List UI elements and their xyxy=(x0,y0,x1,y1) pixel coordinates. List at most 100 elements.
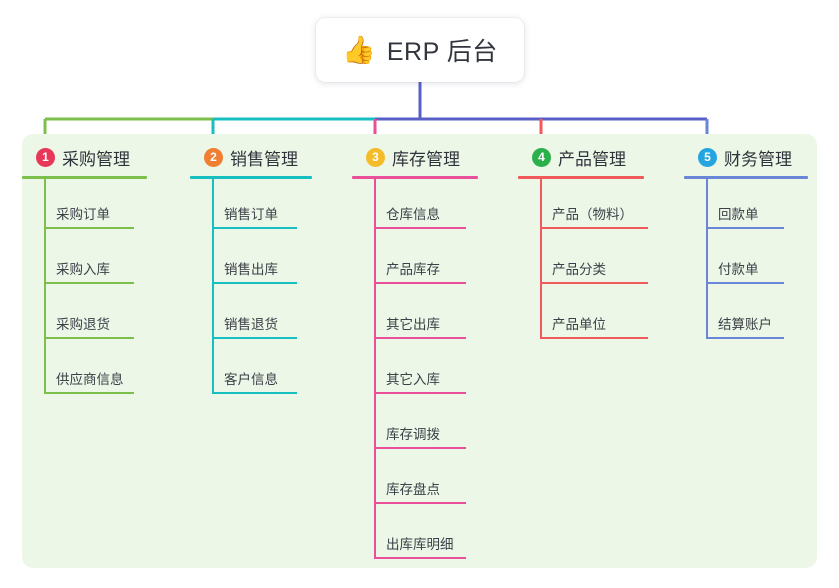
leaf-item[interactable]: 采购订单 xyxy=(22,179,190,234)
leaf-underline xyxy=(44,337,134,339)
leaf-label: 供应商信息 xyxy=(56,372,124,387)
leaf-underline xyxy=(540,227,648,229)
branch-title-1: 采购管理 xyxy=(62,149,130,169)
leaf-underline xyxy=(374,502,466,504)
leaf-label: 回款单 xyxy=(718,207,759,222)
leaf-underline xyxy=(540,282,648,284)
branch-header-2[interactable]: 2 销售管理 xyxy=(190,144,352,170)
leaf-underline xyxy=(212,337,297,339)
leaf-label: 销售退货 xyxy=(224,317,278,332)
branch-header-4[interactable]: 4 产品管理 xyxy=(518,144,684,170)
leaf-underline xyxy=(44,392,134,394)
leaf-underline xyxy=(374,392,466,394)
branch-badge-1: 1 xyxy=(36,147,55,167)
branch-underline-4 xyxy=(518,176,644,179)
leaf-item[interactable]: 产品单位 xyxy=(518,289,684,344)
branch-badge-4: 4 xyxy=(532,147,551,167)
branch-column-1: 1 采购管理采购订单采购入库采购退货供应商信息 xyxy=(22,144,190,399)
leaf-item[interactable]: 销售退货 xyxy=(190,289,352,344)
leaf-label: 产品（物料） xyxy=(552,207,633,222)
branch-badge-5: 5 xyxy=(698,147,717,167)
branch-underline-2 xyxy=(190,176,312,179)
leaf-item[interactable]: 出库库明细 xyxy=(352,509,518,564)
leaf-item[interactable]: 库存调拨 xyxy=(352,399,518,454)
leaf-underline xyxy=(212,392,297,394)
branch-header-1[interactable]: 1 采购管理 xyxy=(22,144,190,170)
leaf-label: 产品单位 xyxy=(552,317,606,332)
branch-column-3: 3 库存管理仓库信息产品库存其它出库其它入库库存调拨库存盘点出库库明细 xyxy=(352,144,518,564)
branch-underline-1 xyxy=(22,176,147,179)
leaf-underline xyxy=(706,282,784,284)
leaf-item[interactable]: 采购入库 xyxy=(22,234,190,289)
leaf-item[interactable]: 供应商信息 xyxy=(22,344,190,399)
branch-items-3: 仓库信息产品库存其它出库其它入库库存调拨库存盘点出库库明细 xyxy=(352,179,518,564)
branch-spine-2 xyxy=(212,179,214,393)
leaf-label: 采购订单 xyxy=(56,207,110,222)
branch-column-5: 5 财务管理回款单付款单结算账户 xyxy=(684,144,834,344)
branch-underline-5 xyxy=(684,176,808,179)
branch-title-4: 产品管理 xyxy=(558,149,626,169)
leaf-item[interactable]: 结算账户 xyxy=(684,289,834,344)
leaf-underline xyxy=(212,282,297,284)
leaf-underline xyxy=(212,227,297,229)
leaf-label: 客户信息 xyxy=(224,372,278,387)
leaf-underline xyxy=(374,557,466,559)
leaf-label: 其它入库 xyxy=(386,372,440,387)
branch-title-2: 销售管理 xyxy=(230,149,298,169)
leaf-item[interactable]: 仓库信息 xyxy=(352,179,518,234)
leaf-label: 仓库信息 xyxy=(386,207,440,222)
branch-header-3[interactable]: 3 库存管理 xyxy=(352,144,518,170)
leaf-item[interactable]: 其它出库 xyxy=(352,289,518,344)
branch-items-1: 采购订单采购入库采购退货供应商信息 xyxy=(22,179,190,399)
branch-spine-4 xyxy=(540,179,542,338)
leaf-item[interactable]: 产品分类 xyxy=(518,234,684,289)
branch-items-2: 销售订单销售出库销售退货客户信息 xyxy=(190,179,352,399)
branch-items-4: 产品（物料） 产品分类产品单位 xyxy=(518,179,684,344)
leaf-underline xyxy=(44,227,134,229)
leaf-underline xyxy=(374,447,466,449)
thumbs-up-icon: 👍 xyxy=(342,34,376,65)
branch-spine-3 xyxy=(374,179,376,558)
leaf-label: 库存盘点 xyxy=(386,482,440,497)
leaf-item[interactable]: 销售出库 xyxy=(190,234,352,289)
leaf-label: 其它出库 xyxy=(386,317,440,332)
branch-title-3: 库存管理 xyxy=(392,149,460,169)
leaf-label: 出库库明细 xyxy=(386,537,454,552)
leaf-item[interactable]: 其它入库 xyxy=(352,344,518,399)
branch-spine-1 xyxy=(44,179,46,393)
leaf-label: 付款单 xyxy=(718,262,759,277)
branch-title-5: 财务管理 xyxy=(724,149,792,169)
leaf-label: 产品库存 xyxy=(386,262,440,277)
branch-header-5[interactable]: 5 财务管理 xyxy=(684,144,834,170)
root-title: ERP 后台 xyxy=(386,38,498,66)
leaf-item[interactable]: 付款单 xyxy=(684,234,834,289)
leaf-item[interactable]: 产品（物料） xyxy=(518,179,684,234)
branch-spine-5 xyxy=(706,179,708,338)
leaf-item[interactable]: 库存盘点 xyxy=(352,454,518,509)
branch-badge-2: 2 xyxy=(204,147,223,167)
leaf-item[interactable]: 客户信息 xyxy=(190,344,352,399)
leaf-item[interactable]: 产品库存 xyxy=(352,234,518,289)
leaf-label: 结算账户 xyxy=(718,317,772,332)
leaf-underline xyxy=(44,282,134,284)
leaf-item[interactable]: 销售订单 xyxy=(190,179,352,234)
branch-column-4: 4 产品管理产品（物料） 产品分类产品单位 xyxy=(518,144,684,344)
leaf-underline xyxy=(374,227,466,229)
leaf-label: 销售订单 xyxy=(224,207,278,222)
leaf-label: 采购退货 xyxy=(56,317,110,332)
leaf-underline xyxy=(374,337,466,339)
leaf-item[interactable]: 采购退货 xyxy=(22,289,190,344)
branch-column-2: 2 销售管理销售订单销售出库销售退货客户信息 xyxy=(190,144,352,399)
leaf-underline xyxy=(374,282,466,284)
leaf-underline xyxy=(540,337,648,339)
leaf-underline xyxy=(706,227,784,229)
leaf-item[interactable]: 回款单 xyxy=(684,179,834,234)
root-node[interactable]: 👍 ERP 后台 xyxy=(316,18,524,82)
leaf-label: 产品分类 xyxy=(552,262,606,277)
leaf-label: 采购入库 xyxy=(56,262,110,277)
leaf-label: 库存调拨 xyxy=(386,427,440,442)
branch-items-5: 回款单付款单结算账户 xyxy=(684,179,834,344)
branch-underline-3 xyxy=(352,176,478,179)
branch-badge-3: 3 xyxy=(366,147,385,167)
